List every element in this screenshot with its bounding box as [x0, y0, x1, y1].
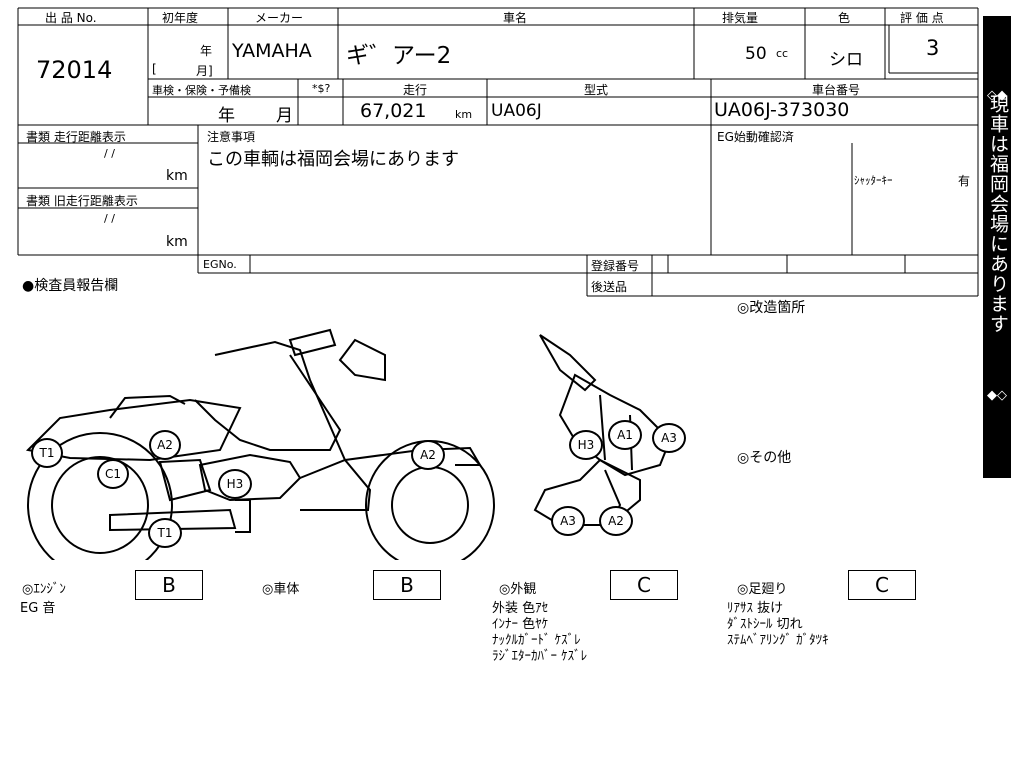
- frame-label: 車台番号: [812, 83, 861, 97]
- exterior-grade-label: ◎外観: [499, 582, 537, 597]
- rear-label: 後送品: [591, 280, 628, 294]
- banner-diamonds-top: ◇◆: [987, 88, 1007, 103]
- first-reg-bracket: [: [152, 62, 157, 76]
- inspection-label: 車検・保険・予備検: [152, 84, 251, 97]
- damage-mark: H3: [569, 430, 603, 460]
- engine-grade: B: [135, 570, 203, 600]
- damage-mark: T1: [31, 438, 63, 468]
- reg-no-label: 登録番号: [591, 259, 640, 273]
- inspection-month: 月: [276, 106, 293, 126]
- eg-start-label: EG始動確認済: [717, 130, 794, 144]
- suspension-note: ﾘｱｻｽ 抜け: [727, 601, 784, 616]
- exterior-note: ﾅｯｸﾙｶﾞｰﾄﾞ ｹｽﾞﾚ: [492, 633, 581, 648]
- location-banner: ◇◆ 現車は福岡会場にあります ◆◇: [983, 16, 1011, 478]
- damage-mark: A3: [652, 423, 686, 453]
- first-reg-year: 年: [200, 44, 213, 58]
- suspension-grade-label: ◎足廻り: [737, 582, 788, 597]
- exterior-note: ﾗｼﾞｴﾀｰｶﾊﾞｰ ｹｽﾞﾚ: [492, 649, 588, 664]
- type-label: 型式: [584, 83, 609, 97]
- dollar-label: *$?: [312, 82, 331, 95]
- notes-label: 注意事項: [207, 130, 256, 144]
- doc2-unit: km: [166, 234, 188, 250]
- maker-value: YAMAHA: [232, 40, 312, 62]
- mileage-unit: km: [455, 108, 473, 121]
- lot-no: 72014: [36, 56, 113, 84]
- grade-label: 評 価 点: [900, 11, 944, 25]
- displacement-value: 50: [745, 44, 767, 64]
- model-name: ギ゛アー2: [346, 43, 452, 69]
- doc2-label: 書類 旧走行距離表示: [26, 194, 138, 208]
- frame-value: UA06J-373030: [714, 99, 850, 121]
- first-reg-month: 月]: [196, 64, 213, 78]
- banner-text: 現車は福岡会場にあります: [987, 94, 1009, 334]
- egno-label: EGNo.: [203, 258, 237, 271]
- type-value: UA06J: [491, 101, 542, 121]
- scooter-diagram: [25, 328, 672, 560]
- body-grade: B: [373, 570, 441, 600]
- damage-mark: A2: [599, 506, 633, 536]
- doc1-label: 書類 走行距離表示: [26, 130, 126, 144]
- overall-grade: 3: [926, 36, 940, 60]
- displacement-unit: cc: [776, 47, 789, 60]
- suspension-grade: C: [848, 570, 916, 600]
- inspector-label: ●検査員報告欄: [22, 278, 119, 294]
- damage-mark: A2: [411, 440, 445, 470]
- damage-mark: A3: [551, 506, 585, 536]
- inspection-year: 年: [218, 106, 235, 126]
- scooter-front-view: [533, 334, 672, 526]
- model-name-label: 車名: [503, 11, 528, 25]
- damage-mark: A1: [608, 420, 642, 450]
- damage-mark: H3: [218, 469, 252, 499]
- body-grade-label: ◎車体: [262, 582, 300, 597]
- damage-mark: T1: [148, 518, 182, 548]
- shutter-key-label: ｼｬｯﾀｰｷｰ: [854, 174, 893, 187]
- doc1-slashes: / /: [104, 147, 115, 160]
- maker-label: メーカー: [255, 11, 304, 25]
- doc2-slashes: / /: [104, 212, 115, 225]
- doc1-unit: km: [166, 168, 188, 184]
- damage-mark: A2: [149, 430, 181, 460]
- suspension-note: ﾀﾞｽﾄｼｰﾙ 切れ: [727, 617, 803, 632]
- engine-grade-label: ◎ｴﾝｼﾞﾝ: [22, 582, 66, 597]
- first-reg-label: 初年度: [162, 11, 199, 25]
- damage-mark: C1: [97, 459, 129, 489]
- exterior-grade: C: [610, 570, 678, 600]
- sheet-grid: [17, 7, 979, 297]
- exterior-note: ｲﾝﾅｰ 色ﾔｹ: [492, 617, 549, 632]
- exterior-note: 外装 色ｱｾ: [492, 601, 549, 616]
- shutter-key-value: 有: [958, 174, 971, 188]
- mileage-value: 67,021: [360, 100, 427, 122]
- banner-diamonds-bottom: ◆◇: [987, 388, 1007, 403]
- engine-note: EG 音: [20, 601, 56, 616]
- color-label: 色: [838, 11, 851, 25]
- other-label: ◎その他: [737, 450, 792, 466]
- mileage-label: 走行: [403, 83, 428, 97]
- displacement-label: 排気量: [722, 11, 759, 25]
- notes-text: この車輌は福岡会場にあります: [207, 149, 459, 170]
- color-value: シロ: [829, 50, 863, 70]
- suspension-note: ｽﾃﾑﾍﾞｱﾘﾝｸﾞ ｶﾞﾀﾂｷ: [727, 633, 829, 648]
- lot-no-label: 出 品 No.: [45, 11, 97, 25]
- modification-label: ◎改造箇所: [737, 300, 806, 316]
